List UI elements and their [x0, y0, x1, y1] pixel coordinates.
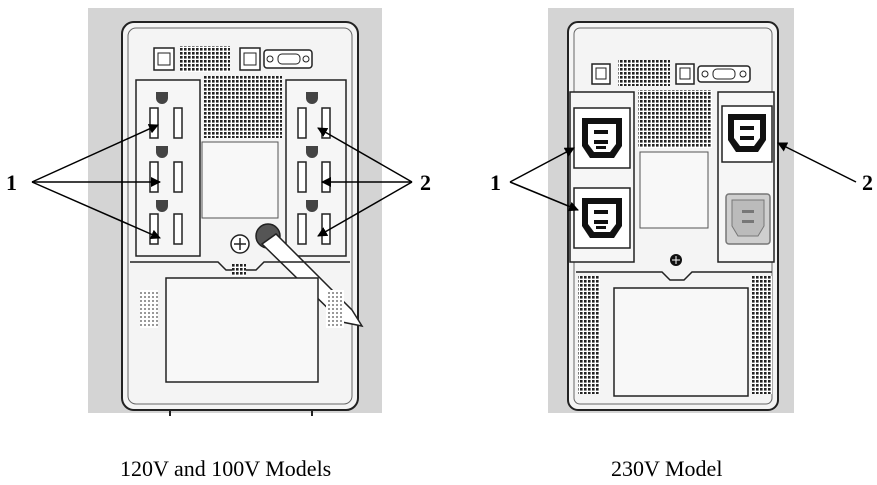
- serial-port-icon: [263, 49, 313, 69]
- right-callout-2-arrows: [777, 142, 857, 183]
- right-unit: [548, 8, 794, 413]
- iec-outlet-1-icon: [573, 107, 631, 169]
- right-callout-2-label: 2: [862, 170, 873, 195]
- ground-screw-icon: [230, 234, 250, 254]
- center-label-area: [201, 141, 279, 219]
- battery-door: [165, 277, 319, 383]
- left-callout-2-arrows: [317, 127, 413, 237]
- left-callout-1-arrows: [31, 124, 161, 239]
- center-vent: [638, 90, 712, 148]
- iec-outlet-3-icon: [721, 105, 773, 163]
- left-caption: 120V and 100V Models: [120, 456, 332, 481]
- serial-port-icon: [697, 65, 751, 83]
- right-caption: 230V Model: [611, 456, 723, 481]
- center-vent: [204, 76, 282, 138]
- right-callout-1-label: 1: [490, 170, 501, 195]
- left-unit: [88, 8, 382, 416]
- phone-jack-in-icon: [591, 63, 611, 85]
- phone-jack-out-icon: [239, 47, 261, 71]
- center-label-area: [639, 151, 709, 229]
- phone-jack-out-icon: [675, 63, 695, 85]
- phone-jack-in-icon: [153, 47, 175, 71]
- left-callout-2-label: 2: [420, 170, 431, 195]
- left-outlet-bank: [135, 79, 201, 257]
- right-outlet-bank: [285, 79, 347, 257]
- right-callout-1-arrows: [509, 147, 579, 212]
- iec-outlet-2-icon: [573, 187, 631, 249]
- ac-input-inlet-icon: [725, 193, 771, 245]
- ground-screw-icon: [670, 254, 682, 266]
- left-callout-1-label: 1: [6, 170, 17, 195]
- battery-door: [613, 287, 749, 397]
